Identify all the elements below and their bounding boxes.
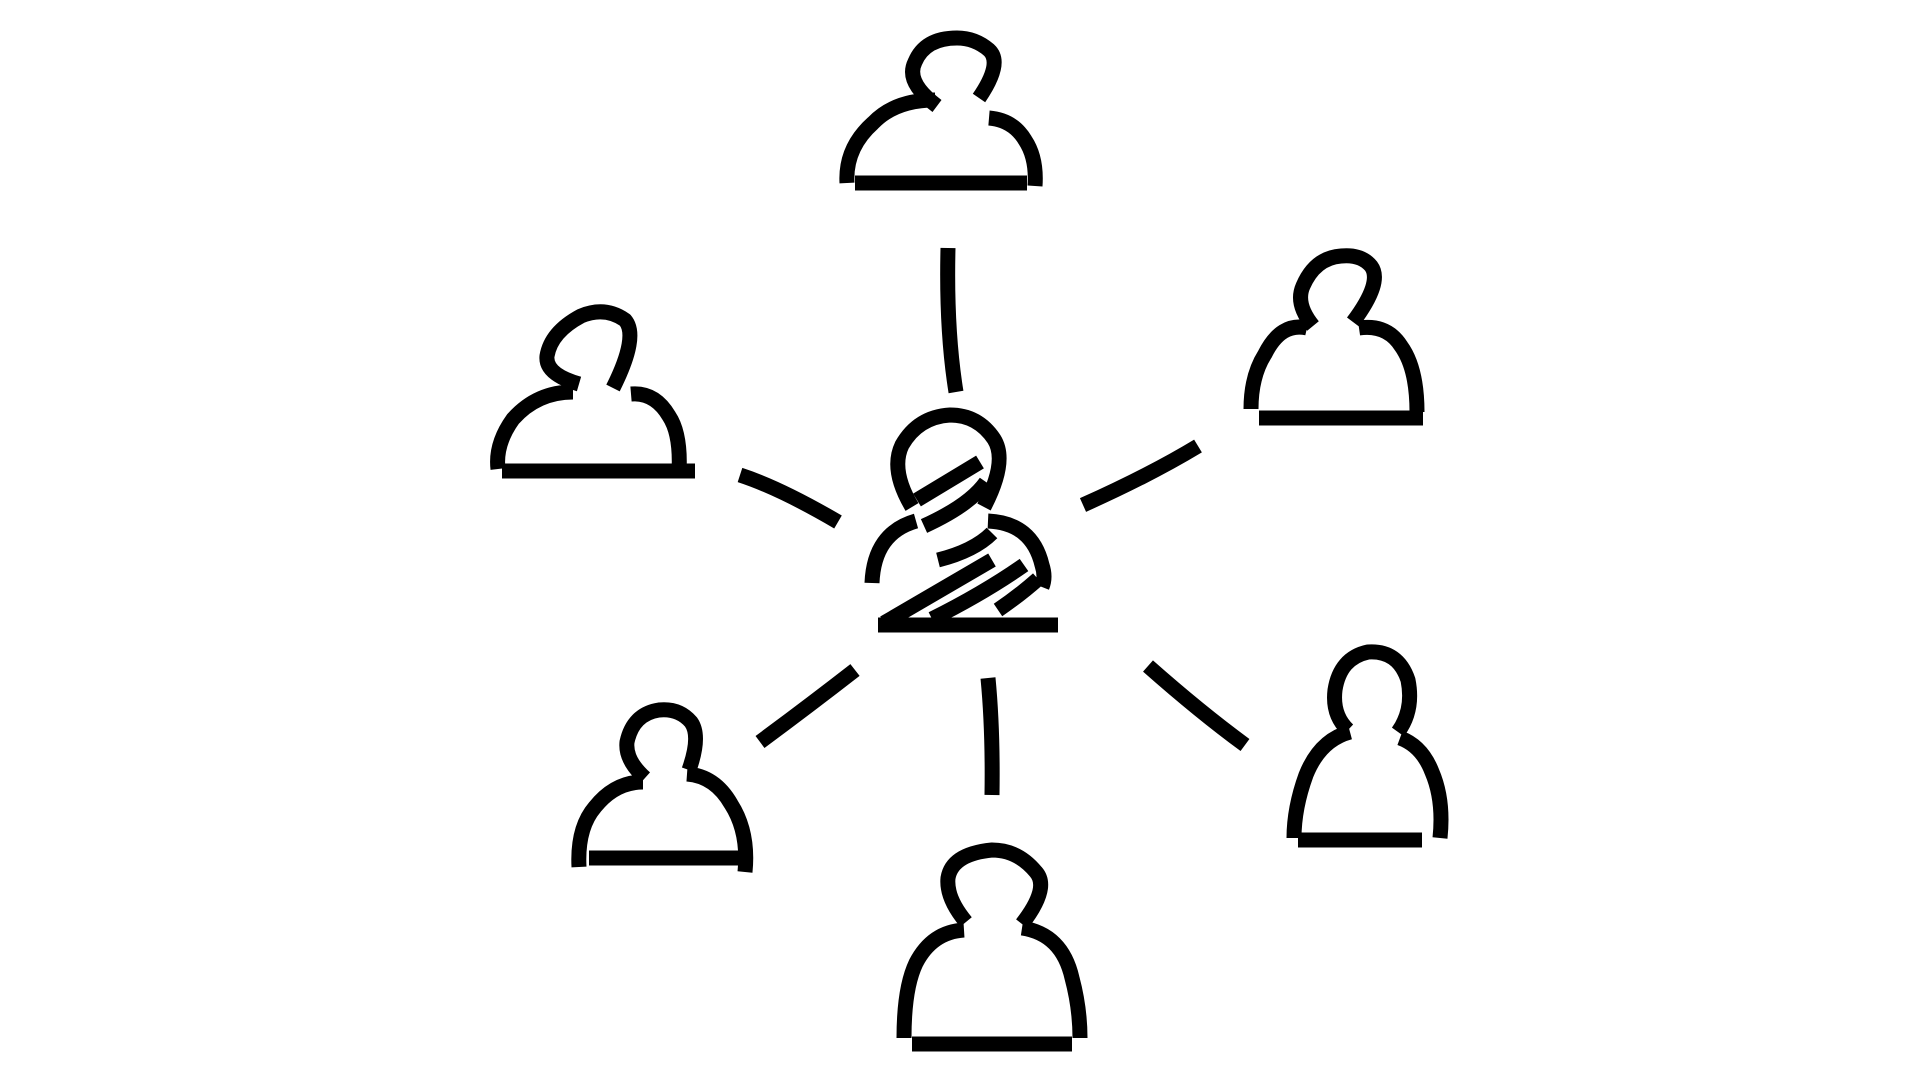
connector-upper-left: [737, 467, 842, 529]
person-icon: [571, 702, 754, 873]
connections: [737, 247, 1250, 796]
connector-upper-right: [1079, 439, 1202, 512]
connector-top: [940, 247, 964, 394]
person-icon: [896, 842, 1088, 1052]
person-hatched-icon: [864, 407, 1058, 633]
person-icon: [1286, 644, 1449, 848]
connector-lower-left: [755, 664, 860, 749]
connector-lower-right: [1143, 660, 1250, 752]
connector-bottom: [980, 677, 1000, 796]
person-icon: [839, 30, 1043, 191]
person-icon: [1243, 248, 1425, 426]
person-icon: [490, 304, 695, 479]
